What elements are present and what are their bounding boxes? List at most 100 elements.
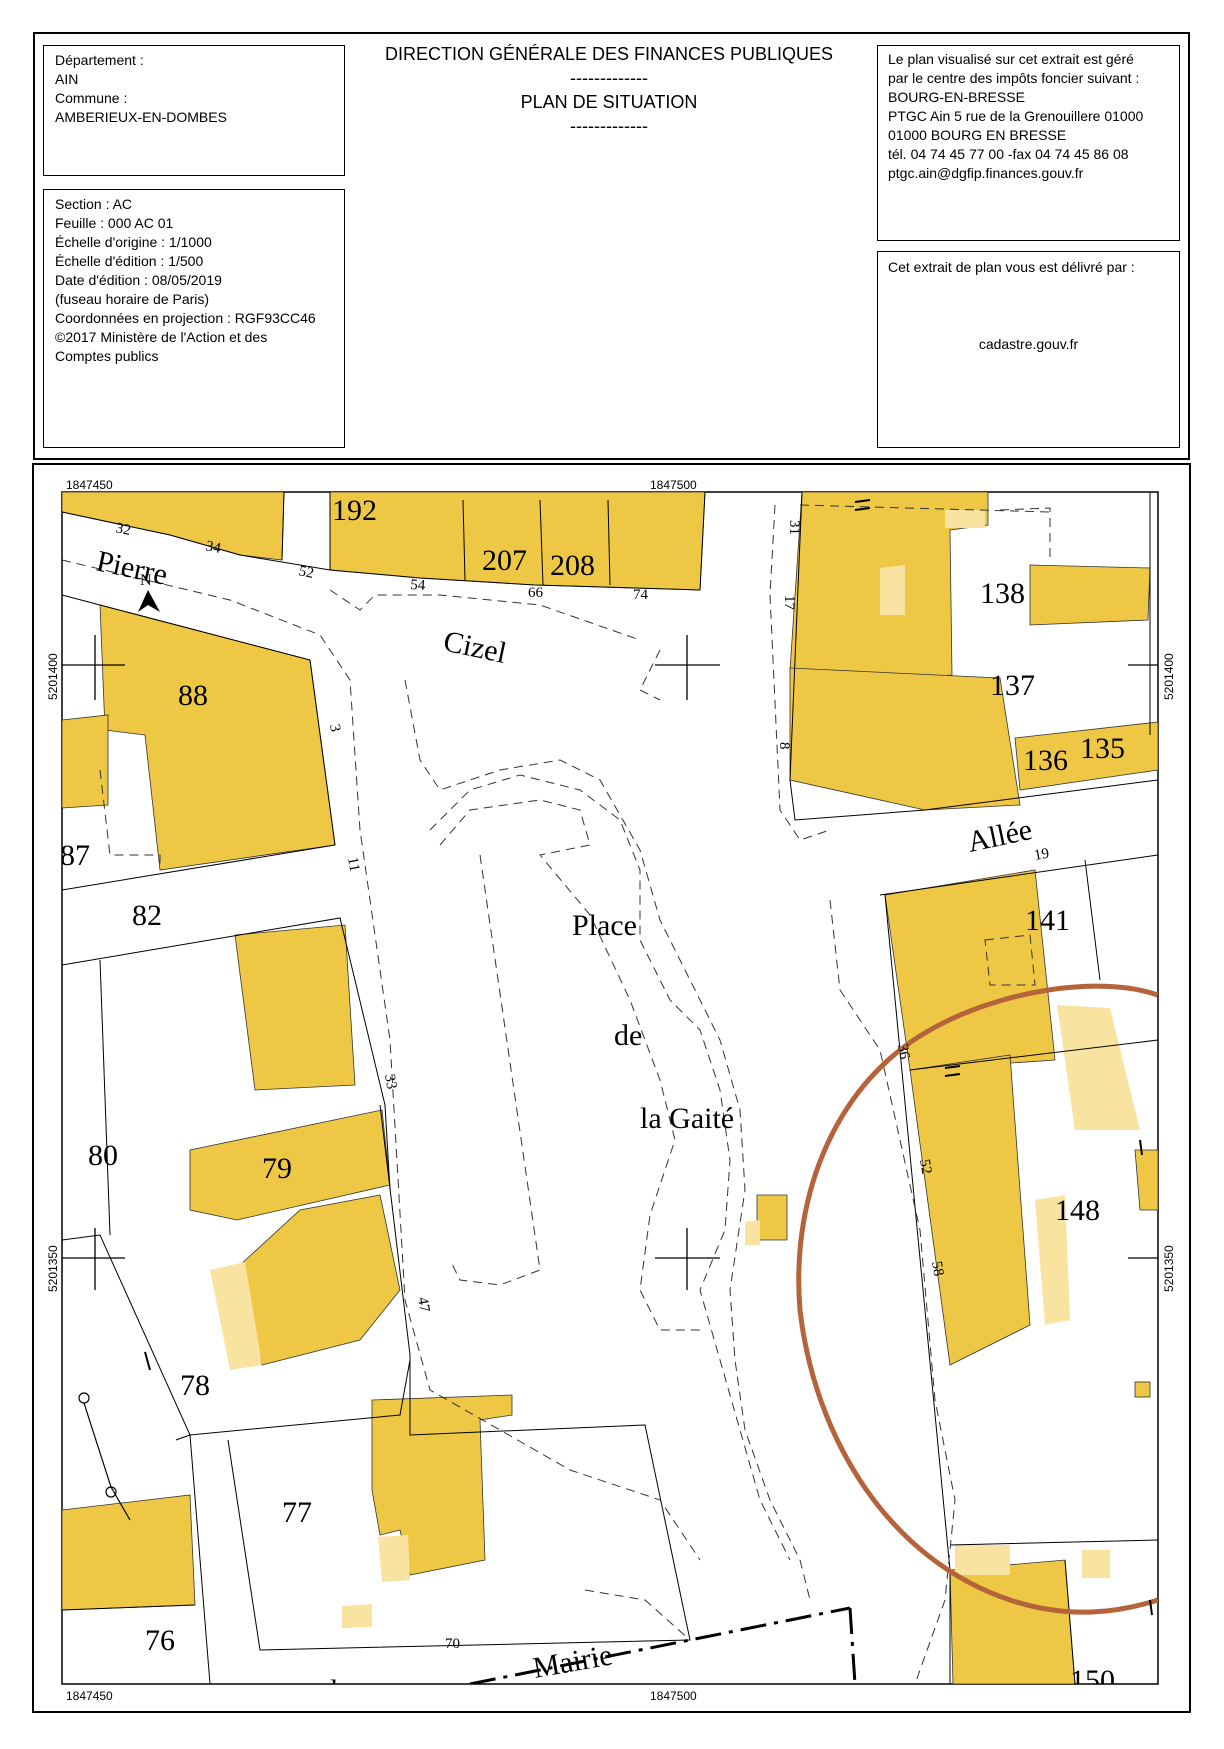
light-buildings	[210, 510, 1140, 1628]
parcel-number-76: 76	[145, 1624, 175, 1657]
parcel-number-77: 77	[282, 1496, 312, 1529]
parcel-line-f	[99, 959, 111, 1236]
light-building-10	[945, 510, 985, 528]
house-number-8: 8	[776, 742, 792, 750]
section-text: Section : AC	[55, 196, 133, 212]
building-79	[189, 1109, 391, 1221]
tax-center-email: ptgc.ain@dgfip.finances.gouv.fr	[888, 165, 1084, 181]
departement-value: AIN	[55, 71, 79, 87]
building-82	[234, 924, 356, 1091]
date-edition-text: Date d'édition : 08/05/2019	[55, 272, 222, 288]
echelle-edition-text: Échelle d'édition : 1/500	[55, 253, 204, 269]
tax-center-box: Le plan visualisé sur cet extrait est gé…	[877, 45, 1180, 241]
title-separator-2: -------------	[570, 116, 648, 136]
tax-center-address: PTGC Ain 5 rue de la Grenouillere 01000	[888, 108, 1144, 124]
tick-2	[944, 1065, 961, 1077]
house-number-52b: 52	[916, 1158, 934, 1176]
house-number-34: 34	[204, 538, 222, 557]
parcel-number-135: 135	[1080, 732, 1125, 765]
dashed-t-shape	[439, 799, 700, 1331]
svg-text:N: N	[140, 572, 152, 589]
street-name-la: la	[330, 1674, 352, 1707]
dashed-right-1	[639, 504, 831, 841]
tick-1	[854, 499, 871, 511]
building-77	[371, 1394, 513, 1576]
light-building-9	[1082, 1550, 1110, 1578]
parcel-lines	[62, 492, 1158, 1684]
north-arrow-icon: N	[138, 572, 160, 612]
map-outer-frame	[32, 463, 1191, 1713]
parcel-line-a	[62, 492, 706, 591]
light-building-2	[1057, 1005, 1140, 1130]
house-number-54: 54	[410, 577, 427, 594]
parcel-number-207: 207	[482, 544, 527, 577]
tax-center-line-1: Le plan visualisé sur cet extrait est gé…	[888, 51, 1134, 67]
parcel-number-150: 150	[1070, 1664, 1115, 1697]
parcel-line-k	[909, 1039, 1158, 1546]
parcel-number-148: 148	[1055, 1194, 1100, 1227]
commune-boundary	[469, 1606, 857, 1684]
building-76-strip	[62, 1494, 196, 1611]
dashed-box-2	[984, 934, 1036, 986]
tax-center-phone: tél. 04 74 45 77 00 -fax 04 74 45 86 08	[888, 146, 1129, 162]
house-number-47: 47	[414, 1296, 432, 1314]
delivered-by-box: Cet extrait de plan vous est délivré par…	[877, 251, 1180, 448]
tick-3	[144, 1351, 151, 1371]
house-number-70: 70	[445, 1636, 460, 1652]
coord-x-bottom-left: 1847450	[66, 1689, 113, 1703]
parcel-line-m	[1064, 1559, 1076, 1684]
tax-center-city: 01000 BOURG EN BRESSE	[888, 127, 1067, 143]
light-building-3	[1035, 1195, 1070, 1325]
parcel-numbers: 192 207 208 138 137 136 135 88 87 82 141…	[60, 494, 1125, 1697]
parcel-number-138: 138	[980, 577, 1025, 610]
buffer-circle	[796, 983, 1158, 1615]
coord-y-left-top: 5201400	[46, 653, 60, 700]
delivered-by-value: cadastre.gouv.fr	[978, 336, 1079, 352]
delivered-by-label: Cet extrait de plan vous est délivré par…	[888, 259, 1135, 275]
parcel-line-b	[281, 492, 611, 586]
building-87-strip	[62, 714, 109, 809]
header-frame	[33, 32, 1190, 460]
parcel-line-i	[789, 492, 1158, 821]
parcel-number-208: 208	[550, 549, 595, 582]
parcel-line-g	[227, 1104, 691, 1651]
parcel-number-87: 87	[60, 839, 90, 872]
commune-label: Commune :	[55, 90, 128, 106]
parcel-line-c	[62, 594, 336, 891]
buildings	[62, 492, 1158, 1684]
coord-y-right-bottom: 5201350	[1162, 1245, 1176, 1292]
light-building-4	[210, 1262, 262, 1370]
departement-label: Département :	[55, 52, 144, 68]
dashed-box-1	[99, 769, 161, 870]
coord-x-top-left: 1847450	[66, 478, 113, 492]
parcel-number-78: 78	[180, 1369, 210, 1402]
street-name-de: de	[614, 1019, 642, 1052]
house-number-11: 11	[344, 856, 362, 873]
house-number-31: 31	[786, 520, 802, 535]
feuille-text: Feuille : 000 AC 01	[55, 215, 174, 231]
grid-crosses	[62, 635, 1158, 1290]
tick-4	[1139, 1139, 1153, 1616]
light-building-1	[880, 565, 905, 615]
building-138-right	[1029, 564, 1151, 626]
dashed-road-1	[62, 559, 701, 1561]
echelle-origine-text: Échelle d'origine : 1/1000	[55, 234, 212, 250]
house-number-74: 74	[633, 587, 649, 603]
sheet-info-box: Section : AC Feuille : 000 AC 01 Échelle…	[43, 189, 345, 448]
copyright-line-2: Comptes publics	[55, 348, 159, 364]
location-box: Département : AIN Commune : AMBERIEUX-EN…	[43, 45, 345, 176]
dashed-box-3	[999, 507, 1051, 560]
house-number-58: 58	[928, 1260, 946, 1278]
dashed-island	[429, 774, 791, 1561]
coord-y-left-bottom: 5201350	[46, 1245, 60, 1292]
coord-x-top-right: 1847500	[650, 478, 697, 492]
parcel-number-80: 80	[88, 1139, 118, 1172]
house-number-33: 33	[381, 1073, 399, 1091]
parcel-number-192: 192	[332, 494, 377, 527]
dashed-lines	[62, 504, 1051, 1684]
parcel-number-137: 137	[990, 669, 1035, 702]
building-141	[884, 869, 1056, 1071]
title-line-1: DIRECTION GÉNÉRALE DES FINANCES PUBLIQUE…	[384, 44, 834, 64]
building-136-135	[1014, 721, 1158, 791]
